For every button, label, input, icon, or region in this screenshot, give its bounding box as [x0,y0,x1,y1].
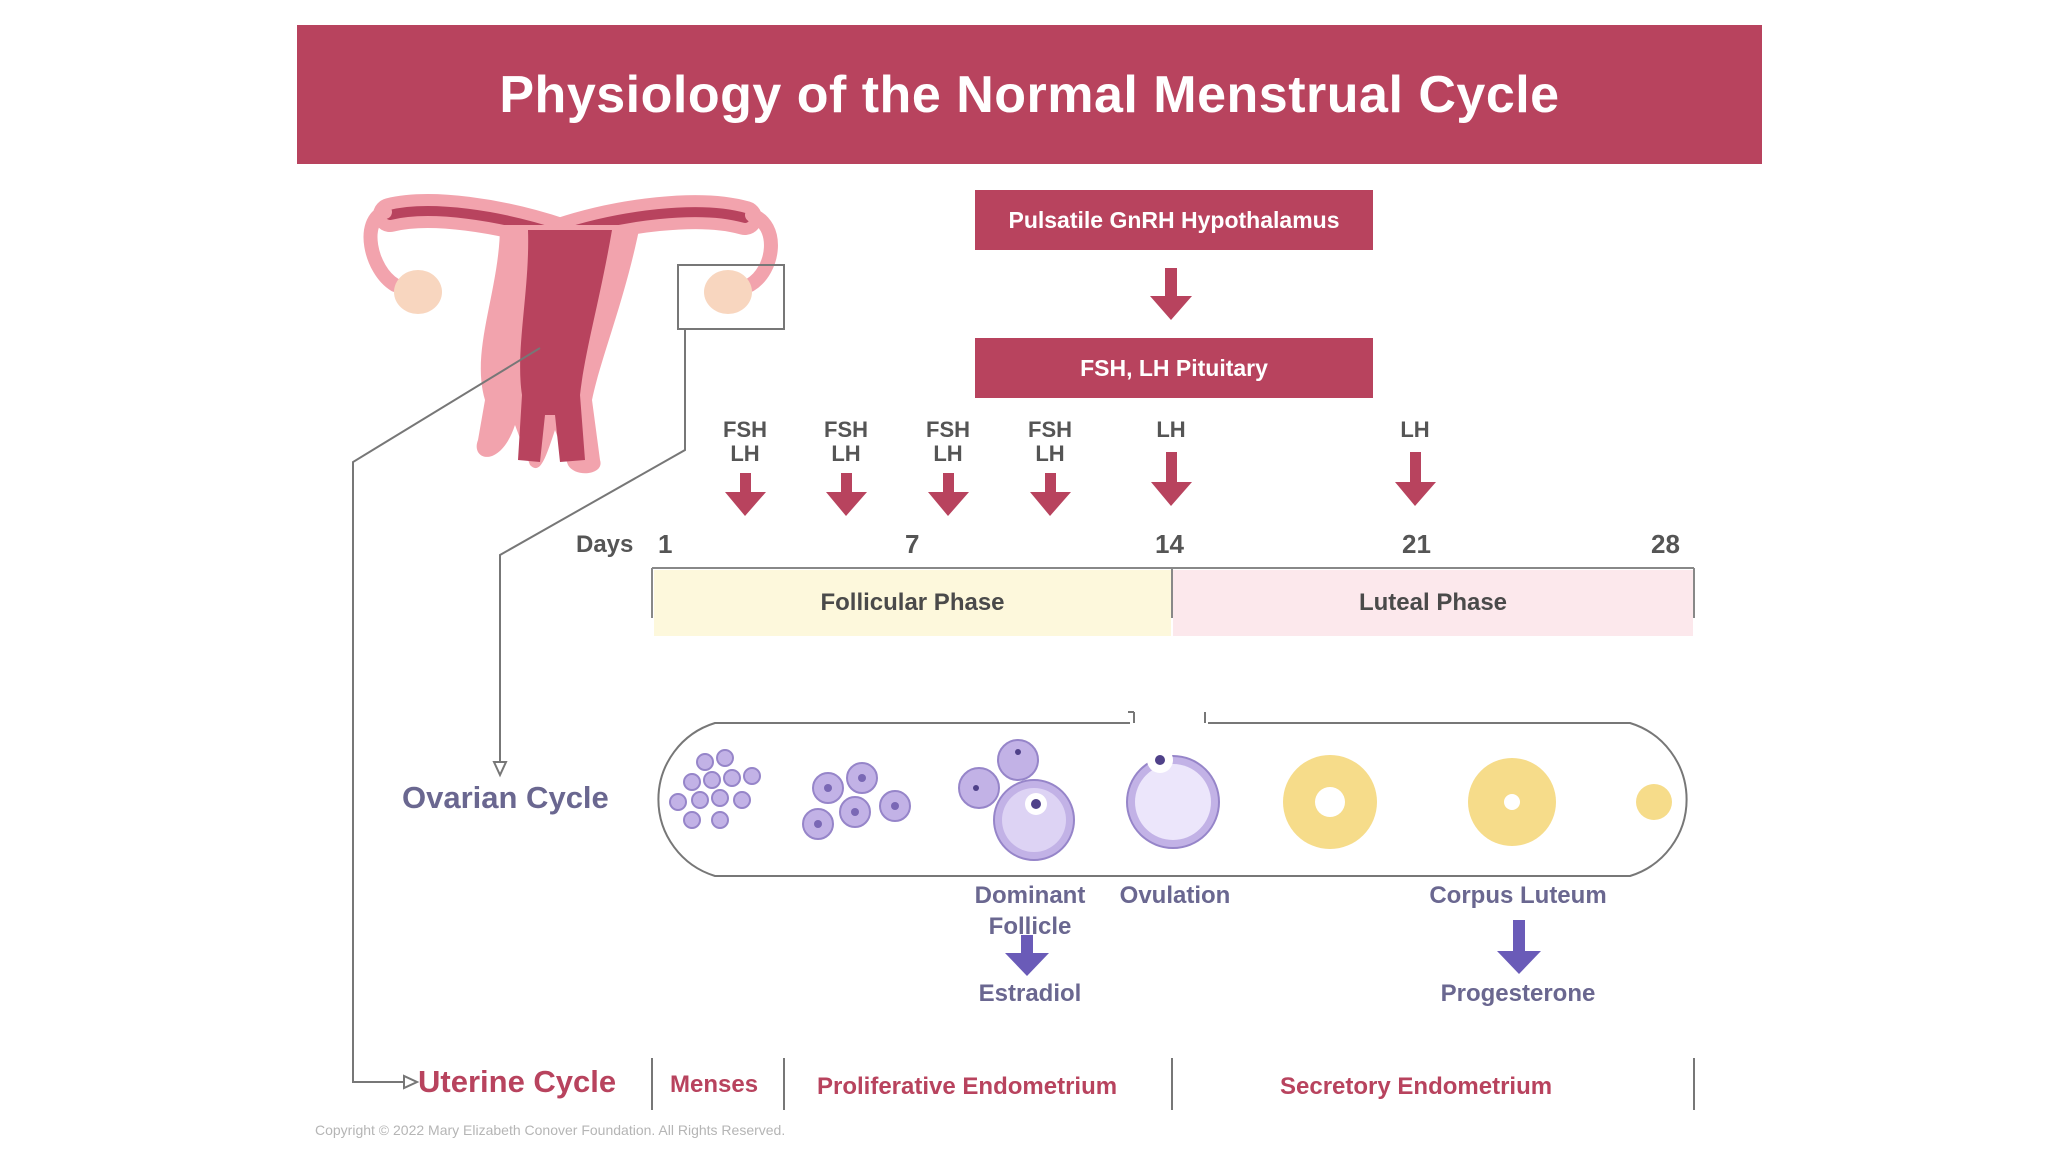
pulse-label-4-line1: FSH [1028,417,1072,442]
days-label: Days [576,531,634,558]
dominant-follicle-label: Dominant Follicle [955,880,1105,942]
follicular-phase: Follicular Phase [654,570,1171,636]
corpus-luteum-label: Corpus Luteum [1429,882,1607,909]
pulse-arrow-5 [1151,452,1192,506]
pulse-label-2: FSH LH [806,418,886,466]
copyright-text: Copyright © 2022 Mary Elizabeth Conover … [315,1122,786,1138]
primordial-follicles-icon [669,749,761,829]
phase-bar-frame [651,567,1695,618]
pulse-label-4: FSH LH [1010,418,1090,466]
corpus-luteum-icons [1283,755,1672,849]
page-title: Physiology of the Normal Menstrual Cycle [499,65,1560,124]
estradiol-label: Estradiol [978,980,1082,1007]
pulse-label-6-line1: LH [1400,417,1430,442]
pituitary-box: FSH, LH Pituitary [975,338,1373,398]
pulse-label-5-line1: LH [1156,417,1186,442]
pulse-arrow-4 [1030,473,1071,516]
day-28: 28 [1651,529,1680,559]
pulse-label-4-line2: LH [1035,441,1065,466]
ovarian-cycle-capsule [657,700,1688,877]
dominant-follicle-icon [958,739,1075,861]
pulse-label-3-line1: FSH [926,417,970,442]
title-banner: Physiology of the Normal Menstrual Cycle [297,25,1762,164]
dominant-follicle-label-line2: Follicle [988,913,1072,940]
down-arrow-hypothalamus [1150,268,1192,320]
follicle-nuclei [814,774,899,828]
pulse-label-3-line2: LH [933,441,963,466]
pulse-label-6: LH [1375,418,1455,442]
progesterone-arrow [1497,920,1541,974]
pulse-arrow-3 [928,473,969,516]
hypothalamus-box: Pulsatile GnRH Hypothalamus [975,190,1373,250]
pulse-label-1-line1: FSH [723,417,767,442]
day-21: 21 [1402,529,1431,559]
pulse-arrow-6 [1395,452,1436,506]
ovarian-cycle-label: Ovarian Cycle [402,780,609,815]
pulse-arrow-2 [826,473,867,516]
ovarian-pointer-arrow [492,761,508,778]
connector-lines [352,330,686,1083]
uterine-pointer-arrow [403,1074,420,1090]
proliferative-label: Proliferative Endometrium [817,1073,1118,1100]
pulse-label-3: FSH LH [908,418,988,466]
uterine-cycle-label: Uterine Cycle [418,1064,617,1099]
luteal-phase: Luteal Phase [1173,570,1693,636]
day-14: 14 [1155,529,1184,559]
progesterone-label: Progesterone [1440,980,1596,1007]
pulse-label-2-line1: FSH [824,417,868,442]
pulse-label-1: FSH LH [705,418,785,466]
ovulation-label: Ovulation [1119,882,1231,909]
day-1: 1 [658,529,673,559]
uterus-illustration [363,194,785,474]
hormone-arrows [725,452,1436,516]
day-7: 7 [905,529,920,559]
secretory-label: Secretory Endometrium [1280,1073,1553,1100]
estradiol-arrow [1005,935,1049,976]
menses-label: Menses [670,1071,759,1098]
pulse-label-2-line2: LH [831,441,861,466]
ovulation-icon [1126,747,1220,849]
pulse-label-1-line2: LH [730,441,760,466]
dominant-follicle-label-line1: Dominant [974,882,1086,909]
uterine-dividers [651,1058,1695,1110]
pulse-label-5: LH [1131,418,1211,442]
pulse-arrow-1 [725,473,766,516]
